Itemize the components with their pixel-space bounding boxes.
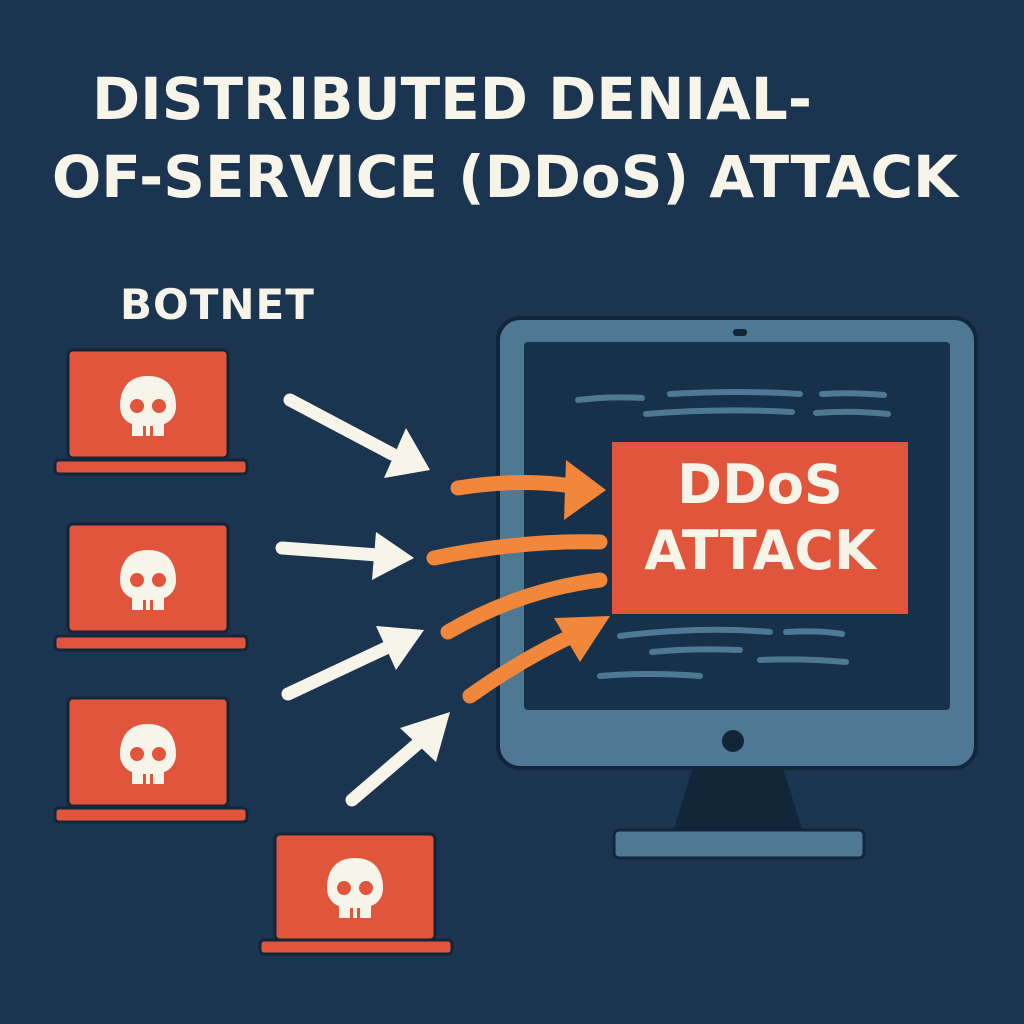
arrow-1 xyxy=(283,393,399,461)
ddos-banner xyxy=(612,442,908,614)
diagram-title: DISTRIBUTED DENIAL- OF-SERVICE (DDoS) AT… xyxy=(0,60,1024,216)
banner-line-2: ATTACK xyxy=(644,519,876,582)
arrow-2-head xyxy=(372,532,414,580)
screen-text-lines xyxy=(575,389,891,679)
title-line-2: OF-SERVICE (DDoS) ATTACK xyxy=(52,143,958,211)
attack-arrow-3 xyxy=(440,572,608,640)
botnet-laptop-4 xyxy=(258,832,454,956)
arrow-2 xyxy=(275,541,385,562)
botnet-laptop-3 xyxy=(53,696,249,824)
webcam-icon xyxy=(733,329,747,336)
arrow-1-head xyxy=(384,428,430,478)
arrow-3 xyxy=(281,641,393,701)
monitor-stand xyxy=(673,768,803,832)
botnet-laptop-1 xyxy=(53,348,249,476)
attack-arrow-1 xyxy=(450,474,580,496)
ddos-banner-text: DDoS ATTACK xyxy=(612,452,908,584)
attack-arrow-4 xyxy=(462,626,584,704)
monitor-base xyxy=(612,828,866,860)
botnet-arrows xyxy=(275,393,450,807)
botnet-label: BOTNET xyxy=(120,280,315,329)
power-button-icon xyxy=(722,730,744,752)
attack-arrows xyxy=(426,460,610,704)
arrow-4-head xyxy=(400,712,450,762)
attack-arrow-4-head xyxy=(554,616,610,662)
title-line-1: DISTRIBUTED DENIAL- xyxy=(92,65,812,133)
arrow-4 xyxy=(345,733,429,807)
arrow-3-head xyxy=(376,626,424,670)
banner-line-1: DDoS xyxy=(677,453,843,516)
botnet-laptop-2 xyxy=(53,522,249,652)
attack-arrow-1-head xyxy=(564,460,606,520)
target-monitor xyxy=(496,316,978,860)
attack-arrow-2 xyxy=(426,534,608,566)
